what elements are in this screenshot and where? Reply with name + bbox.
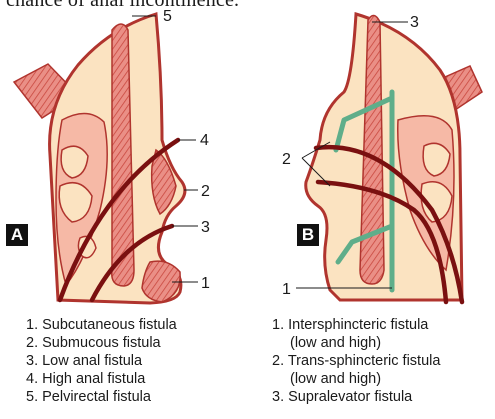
panel-b-label: B	[297, 224, 319, 246]
panel-b-drawing	[296, 14, 482, 302]
legend-b-item-1: 1. Intersphincteric fistula	[272, 316, 440, 334]
legend-b-item-2: 2. Trans-sphincteric fistula	[272, 352, 440, 370]
legend-b-item-2-sub: (low and high)	[272, 370, 440, 388]
panel-a-callout-2: 2	[201, 183, 210, 200]
legend-a-item-5: 5. Pelvirectal fistula	[26, 388, 177, 406]
panel-a-callout-3: 3	[201, 219, 210, 236]
panel-b-callout-3: 3	[410, 14, 419, 31]
legend-a-item-2: 2. Submucous fistula	[26, 334, 177, 352]
panel-a-label: A	[6, 224, 28, 246]
legend-b-item-3: 3. Supralevator fistula	[272, 388, 440, 406]
legend-a-item-1: 1. Subcutaneous fistula	[26, 316, 177, 334]
panel-a-callout-1: 1	[201, 275, 210, 292]
panel-a-callout-5: 5	[163, 8, 172, 25]
legend-a-item-3: 3. Low anal fistula	[26, 352, 177, 370]
panel-b-callout-2: 2	[282, 151, 291, 168]
legend-a-item-4: 4. High anal fistula	[26, 370, 177, 388]
panel-b-callout-1: 1	[282, 281, 291, 298]
panel-a-drawing	[14, 14, 198, 303]
panel-a-legend: 1. Subcutaneous fistula 2. Submucous fis…	[26, 316, 177, 406]
panel-a-callout-4: 4	[200, 132, 209, 149]
legend-b-item-1-sub: (low and high)	[272, 334, 440, 352]
panel-b-legend: 1. Intersphincteric fistula (low and hig…	[272, 316, 440, 406]
